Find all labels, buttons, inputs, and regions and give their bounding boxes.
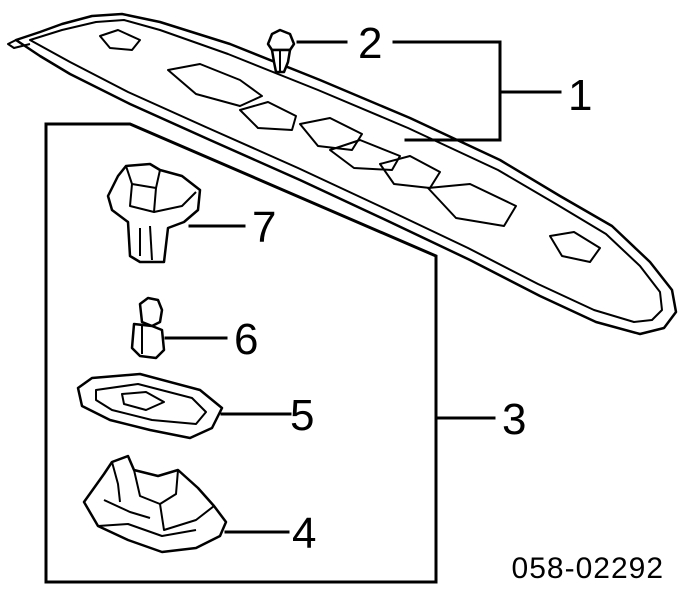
bulb-part [130, 296, 166, 360]
callout-5: 5 [290, 391, 314, 440]
light-housing-part [82, 454, 228, 554]
garnish-bar [7, 12, 678, 336]
callout-2: 2 [358, 19, 382, 68]
callout-7: 7 [252, 203, 276, 252]
socket-part [106, 162, 202, 264]
callout-4: 4 [292, 509, 316, 558]
callout-lines-top [296, 40, 562, 142]
callout-6: 6 [234, 315, 258, 364]
diagram-code: 058-02292 [512, 552, 664, 585]
clip-part [266, 28, 296, 74]
callout-3: 3 [502, 395, 526, 444]
callout-1: 1 [568, 71, 592, 120]
lens-gasket-part [76, 372, 224, 440]
